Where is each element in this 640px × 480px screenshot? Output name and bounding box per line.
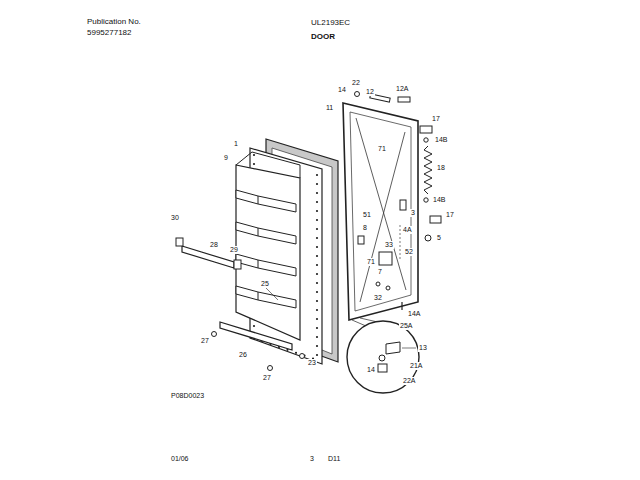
callout-number: 14A bbox=[407, 310, 421, 318]
leader-line bbox=[402, 348, 416, 349]
callout-number: 28 bbox=[209, 241, 219, 249]
callout-number: 4A bbox=[402, 226, 413, 234]
hinge-bracket bbox=[386, 342, 400, 354]
plate bbox=[379, 252, 392, 265]
callout-number: 71 bbox=[366, 258, 376, 266]
liner-top bbox=[236, 152, 300, 178]
callout-number: 17 bbox=[431, 115, 441, 123]
washer bbox=[424, 198, 428, 202]
leader-line bbox=[352, 320, 366, 326]
callout-number: 3 bbox=[309, 455, 315, 463]
bracket bbox=[358, 236, 364, 244]
callout-number: 12A bbox=[395, 85, 409, 93]
screw bbox=[386, 286, 390, 290]
callout-number: 17 bbox=[445, 211, 455, 219]
callout-number: 14 bbox=[337, 86, 347, 94]
door-shelves bbox=[236, 190, 296, 308]
screw bbox=[355, 92, 360, 97]
callout-number: 14B bbox=[434, 136, 448, 144]
door-brace bbox=[360, 132, 405, 302]
callout-number: 11 bbox=[325, 104, 334, 112]
callout-number: 25 bbox=[260, 280, 270, 288]
callout-number: 27 bbox=[200, 337, 210, 345]
callout-number: 26 bbox=[238, 351, 248, 359]
callout-number: D11 bbox=[327, 455, 341, 463]
hinge bbox=[420, 126, 432, 133]
screw bbox=[300, 354, 305, 359]
bar-clip bbox=[234, 260, 241, 269]
bracket bbox=[400, 200, 406, 210]
spacer bbox=[86, 42, 600, 43]
bushing bbox=[378, 364, 387, 372]
cap bbox=[398, 97, 410, 102]
callout-number: 22A bbox=[402, 377, 416, 385]
callout-number: 7 bbox=[377, 268, 383, 276]
callout-number: 1 bbox=[233, 140, 239, 148]
leader-line bbox=[266, 288, 278, 300]
callout-number: 5 bbox=[436, 234, 442, 242]
callout-number: 12 bbox=[365, 88, 375, 96]
callout-number: 21A bbox=[409, 362, 423, 370]
callout-number: P08D0023 bbox=[170, 392, 205, 400]
callout-number: 30 bbox=[170, 214, 180, 222]
callout-number: 71 bbox=[377, 145, 387, 153]
washer bbox=[424, 138, 428, 142]
page-title: DOOR bbox=[310, 32, 336, 41]
hinge bbox=[430, 216, 441, 223]
washer bbox=[379, 355, 385, 361]
callout-number: 25A bbox=[399, 322, 413, 330]
header-text: UL2193EC bbox=[310, 18, 351, 27]
detail-circle bbox=[347, 321, 419, 393]
liner-holes bbox=[316, 175, 318, 358]
callout-number: 33 bbox=[384, 241, 394, 249]
callout-number: 51 bbox=[362, 211, 372, 219]
spring bbox=[424, 146, 432, 194]
callout-number: 13 bbox=[418, 344, 428, 352]
screw bbox=[212, 332, 217, 337]
bottom-bar bbox=[220, 322, 292, 350]
callout-number: 14 bbox=[366, 366, 376, 374]
leader-line bbox=[400, 225, 401, 260]
callout-number: 8 bbox=[362, 224, 368, 232]
liner-box bbox=[236, 165, 300, 340]
screw bbox=[401, 302, 402, 310]
bushing bbox=[425, 235, 431, 241]
callout-number: 52 bbox=[404, 248, 414, 256]
callout-number: 29 bbox=[229, 246, 239, 254]
header-text: Publication No. bbox=[86, 17, 142, 26]
door-flange bbox=[350, 112, 411, 311]
callout-number: 32 bbox=[373, 294, 383, 302]
callout-number: 01/06 bbox=[170, 455, 190, 463]
header-text: 5995277182 bbox=[86, 28, 133, 37]
door-brace bbox=[356, 118, 406, 290]
outer-door bbox=[343, 103, 418, 320]
callout-number: 22 bbox=[351, 79, 361, 87]
callout-number: 18 bbox=[436, 164, 446, 172]
callout-number: 27 bbox=[262, 374, 272, 382]
screw bbox=[268, 366, 273, 371]
bar-clip bbox=[176, 238, 183, 246]
shelf-bar bbox=[182, 246, 234, 268]
screw bbox=[376, 282, 380, 286]
callout-number: 23 bbox=[307, 359, 317, 367]
callout-number: 14B bbox=[432, 196, 446, 204]
callout-number: 3 bbox=[410, 209, 416, 217]
callout-number: 9 bbox=[223, 154, 229, 162]
